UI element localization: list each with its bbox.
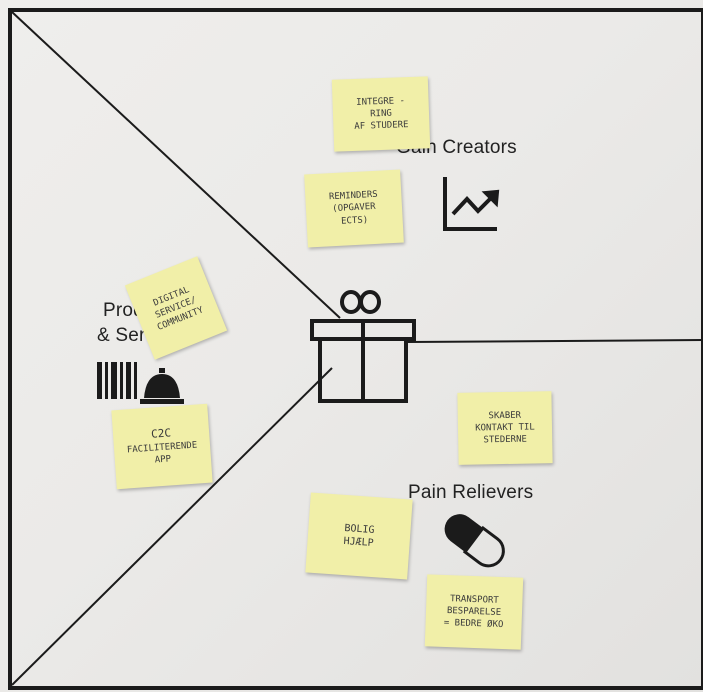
sticky-note-reminders[interactable]: REMINDERS (OPGAVER ECTS) — [304, 169, 404, 248]
note-text: C2C — [150, 426, 172, 441]
gift-box-icon — [310, 290, 416, 403]
note-text: HJÆLP — [343, 535, 374, 550]
pill-icon — [444, 514, 505, 568]
sticky-note-transport[interactable]: TRANSPORT BESPARELSE = BEDRE ØKO — [424, 574, 524, 650]
note-text: RING — [369, 108, 393, 120]
note-text: SKABER — [488, 410, 522, 422]
divider-bottom-left — [11, 367, 333, 686]
sticky-note-c2c[interactable]: C2C FACILITERENDE APP — [111, 403, 213, 490]
rising-chart-icon — [443, 177, 500, 231]
note-text: (OPGAVER — [332, 202, 376, 215]
divider-right — [407, 339, 703, 343]
sticky-note-bolig-hjaelp[interactable]: BOLIG HJÆLP — [305, 492, 413, 580]
pain-relievers-label: Pain Relievers — [408, 482, 534, 503]
note-text: = BEDRE ØKO — [443, 618, 504, 631]
sticky-note-integreering[interactable]: INTEGRE - RING AF STUDERE — [331, 76, 431, 152]
barcode-icon — [97, 362, 137, 399]
divider-top-left — [11, 11, 341, 319]
service-bell-icon — [140, 368, 184, 404]
note-text: STEDERNE — [483, 434, 527, 446]
note-text: AF STUDERE — [354, 120, 409, 132]
note-text: KONTAKT TIL — [475, 422, 535, 434]
sticky-note-skaber-kontakt[interactable]: SKABER KONTAKT TIL STEDERNE — [457, 391, 553, 465]
note-text: APP — [154, 454, 172, 466]
note-text: ECTS) — [340, 214, 369, 227]
canvas-border — [8, 8, 703, 690]
note-text: INTEGRE - — [356, 95, 406, 108]
